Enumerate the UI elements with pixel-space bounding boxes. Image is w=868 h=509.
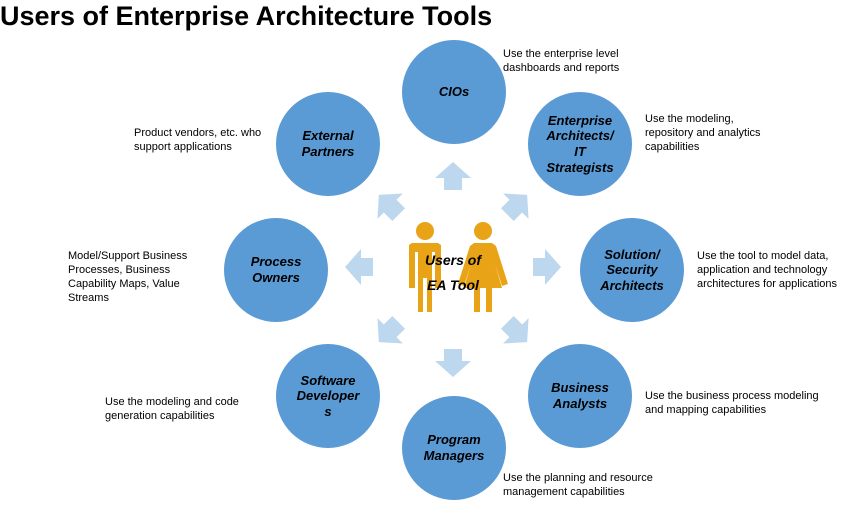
arrow-up-right-icon: [494, 182, 540, 228]
node-external-partners-description: Product vendors, etc. who support applic…: [134, 127, 262, 153]
woman-figure-icon: [458, 222, 508, 312]
man-figure-icon: [409, 222, 441, 312]
node-cios-description: Use the enterprise level dashboards and …: [503, 48, 620, 74]
node-solution-architects-description: Use the tool to model data, application …: [697, 250, 838, 290]
page-title: Users of Enterprise Architecture Tools: [0, 1, 493, 31]
node-cios: CIOs: [402, 40, 506, 144]
node-business-analysts: Business Analysts: [528, 344, 632, 448]
node-program-managers: Program Managers: [402, 396, 506, 500]
node-enterprise-architects: Enterprise Architects/ IT Strategists: [528, 92, 632, 196]
arrow-down-left-icon: [366, 309, 412, 355]
arrow-right-icon: [533, 249, 561, 285]
node-enterprise-architects-description: Use the modeling, repository and analyti…: [645, 113, 761, 153]
arrow-down-right-icon: [494, 309, 540, 355]
arrow-up-icon: [435, 162, 471, 190]
node-external-partners: External Partners: [276, 92, 380, 196]
node-business-analysts-description: Use the business process modeling and ma…: [645, 390, 819, 416]
center-label: Users of EA Tool: [424, 252, 482, 293]
node-process-owners-description: Model/Support Business Processes, Busine…: [68, 250, 188, 304]
node-software-developers-description: Use the modeling and code generation cap…: [105, 396, 239, 422]
node-software-developers: Software Developer s: [276, 344, 380, 448]
arrow-left-icon: [345, 249, 373, 285]
node-program-managers-description: Use the planning and resource management…: [503, 472, 653, 498]
arrow-down-icon: [435, 349, 471, 377]
node-process-owners: Process Owners: [224, 218, 328, 322]
arrow-up-left-icon: [366, 182, 412, 228]
node-solution-architects: Solution/ Security Architects: [580, 218, 684, 322]
